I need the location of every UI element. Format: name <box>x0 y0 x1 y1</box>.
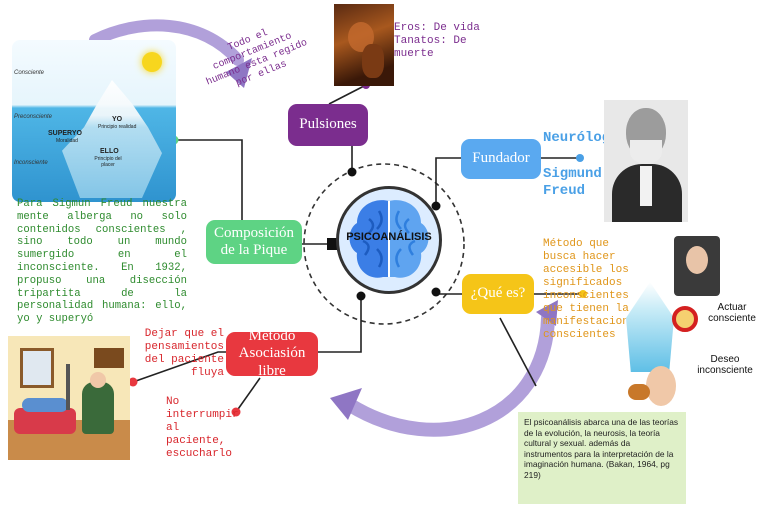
couch <box>14 408 76 434</box>
pulsiones-node[interactable]: Pulsiones <box>288 104 368 146</box>
no-interrumpir-text: No interrumpir al paciente, escucharlo <box>166 396 239 460</box>
center-dashed-ring <box>303 163 465 325</box>
composicion-text: Para Sigmun Freud nuestra mente alberga … <box>17 198 187 326</box>
eros-tanatos-painting <box>334 4 394 86</box>
center-label: PSICOANÁLISIS <box>346 231 432 243</box>
composicion-node[interactable]: Composición de la Pique <box>206 220 302 264</box>
therapy-session-cartoon <box>8 336 130 460</box>
freud-iceberg-diagram: Consciente Preconsciente Inconsciente YO… <box>12 40 176 202</box>
no-symbol-icon <box>672 306 698 332</box>
quote-box: El psicoanálisis abarca una de las teorí… <box>518 412 686 504</box>
patient <box>22 398 68 412</box>
metodo-node[interactable]: Método Asociasión libre <box>226 328 318 379</box>
burger-girl-photo <box>628 366 680 412</box>
eros-text: Eros: De vida <box>394 22 480 34</box>
brain-icon <box>349 200 429 278</box>
tanatos-text: Tanatos: De muerte <box>394 35 467 60</box>
top-curved-arrow <box>89 19 244 66</box>
fundador-node[interactable]: Fundador <box>461 139 541 179</box>
freud-portrait <box>604 100 688 222</box>
bottom-curved-arrow <box>343 311 555 437</box>
quote-text: El psicoanálisis abarca una de las teorí… <box>524 417 679 480</box>
bookshelf <box>94 348 124 368</box>
frame-picture <box>20 348 54 388</box>
que-es-node[interactable]: ¿Qué es? <box>462 274 534 314</box>
therapist <box>82 382 114 434</box>
que-es-text: Método que busca hacer accesible los sig… <box>543 238 643 341</box>
neurologo-text: Neurólogo <box>543 130 605 146</box>
lamp <box>66 364 70 410</box>
bottom-arrow-head <box>330 388 362 420</box>
center-brain-node[interactable]: PSICOANÁLISIS <box>336 186 442 294</box>
actuar-label: Actuar consciente <box>708 302 756 324</box>
sun-icon <box>142 52 162 72</box>
woman-photo <box>674 236 720 296</box>
top-arrow-head <box>226 58 252 88</box>
desire-iceberg-image: Actuar consciente Deseo inconsciente <box>612 236 768 416</box>
sigmund-text: Sigmund Freud <box>543 166 602 199</box>
dejar-text: Dejar que el pensamientos del paciente f… <box>144 328 224 379</box>
right-arrow-head <box>536 300 558 326</box>
deseo-label: Deseo inconsciente <box>697 354 753 376</box>
